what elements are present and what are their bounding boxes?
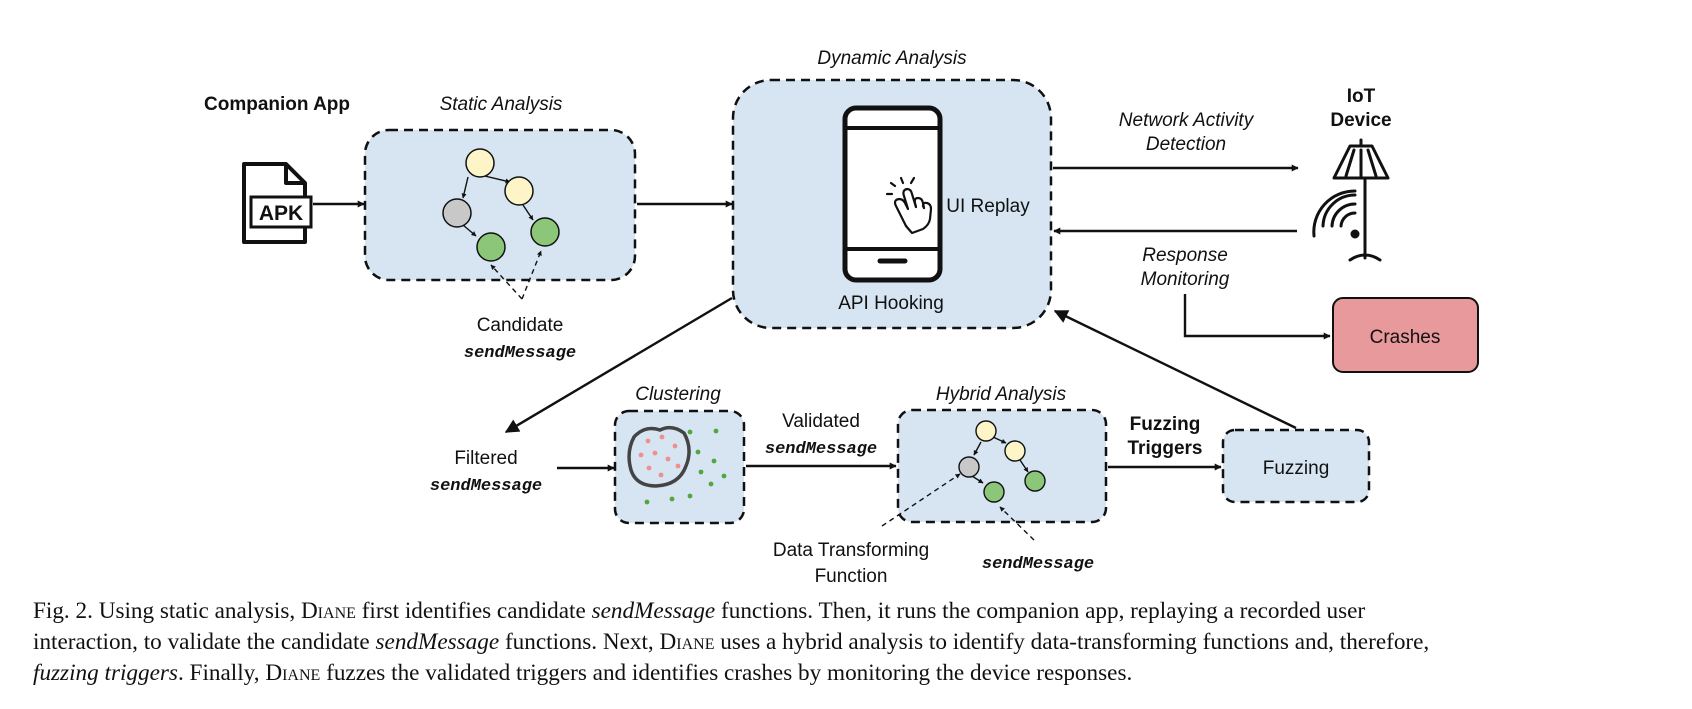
caption-italic-run: sendMessage [375,629,500,655]
filtered-label-line2: sendMessage [430,477,542,496]
graph-node-yellow [504,176,534,206]
figure-caption: Fig. 2. Using static analysis, Diane fir… [33,596,1673,689]
caption-line: interaction, to validate the candidate s… [33,627,1673,658]
candidate-pointer-left [490,264,523,300]
caption-text-run: functions. Then, it runs the companion a… [715,598,1366,624]
cluster-scatter [627,425,727,505]
graph-node-yellow [465,148,495,178]
diagram: Companion App APK Static Analysis Candid… [204,48,1479,587]
caption-text-run: functions. Next, [499,629,660,655]
graph-node-yellow [975,420,997,442]
filtered-label-line1: Filtered [454,448,517,469]
caption-smallcaps-run: Diane [300,598,356,624]
send-message-label: sendMessage [982,555,1094,574]
candidate-label-line1: Candidate [477,315,564,336]
fuzzing-triggers-label-line1: Fuzzing [1130,414,1201,435]
graph-node-gray [958,456,980,478]
send-message-pointer [999,506,1035,541]
hybrid-analysis-title: Hybrid Analysis [936,384,1067,405]
hybrid-call-graph [958,420,1046,503]
caption-text-run: first identifies candidate [355,598,592,624]
arrow-to-crashes [1183,294,1331,340]
graph-node-yellow [1004,440,1026,462]
graph-node-gray [442,198,472,228]
fuzzing-box [1221,428,1371,504]
static-analysis-title: Static Analysis [440,94,563,115]
graph-node-green [1024,470,1046,492]
network-activity-label-line2: Detection [1146,134,1226,155]
caption-italic-run: sendMessage [591,598,716,624]
response-monitoring-label-line1: Response [1142,245,1228,266]
candidate-label-line2: sendMessage [464,344,576,363]
caption-text-run: uses a hybrid analysis to identify data-… [714,629,1430,655]
caption-italic-run: fuzzing triggers [33,660,178,686]
caption-line: fuzzing triggers. Finally, Diane fuzzes … [33,658,1673,689]
ui-replay-label: UI Replay [946,196,1030,217]
fuzzing-label: Fuzzing [1263,458,1330,479]
caption-smallcaps-run: Diane [659,629,715,655]
network-activity-label-line1: Network Activity [1119,110,1255,131]
arrow-dynamic-to-filtered [504,296,733,434]
static-call-graph [442,148,560,262]
caption-text-run: fuzzes the validated triggers and identi… [320,660,1133,686]
graph-node-green [983,481,1005,503]
data-transforming-label-line2: Function [815,566,888,587]
dynamic-analysis-title: Dynamic Analysis [817,48,967,69]
apk-label: APK [259,202,303,225]
tap-hand-icon [885,176,933,235]
caption-text-run: Fig. 2. Using static analysis, [33,598,301,624]
crashes-box [1332,297,1479,373]
caption-text-run: . Finally, [177,660,266,686]
graph-node-green [476,232,506,262]
response-monitoring-label-line2: Monitoring [1141,269,1230,290]
apk-file-icon: APK [242,162,313,244]
validated-label-line2: sendMessage [765,440,877,459]
data-transforming-label-line1: Data Transforming [773,540,929,561]
clustering-title: Clustering [635,384,721,405]
hybrid-analysis-box [896,408,1108,524]
iot-lamp-icon [1312,138,1390,262]
caption-smallcaps-run: Diane [265,660,321,686]
iot-device-label-line1: IoT [1347,86,1376,107]
data-transform-pointer [881,473,961,527]
caption-line: Fig. 2. Using static analysis, Diane fir… [33,596,1673,627]
iot-device-label-line2: Device [1330,110,1391,131]
static-analysis-box [363,128,637,282]
companion-app-label-line1: Companion App [204,94,350,115]
validated-label-line1: Validated [782,411,860,432]
arrow-fuzzing-to-dynamic [1053,309,1297,430]
api-hooking-label: API Hooking [838,293,944,314]
graph-node-green [530,217,560,247]
crashes-label: Crashes [1370,327,1441,348]
caption-text-run: interaction, to validate the candidate [33,629,376,655]
fuzzing-triggers-label-line2: Triggers [1128,438,1203,459]
